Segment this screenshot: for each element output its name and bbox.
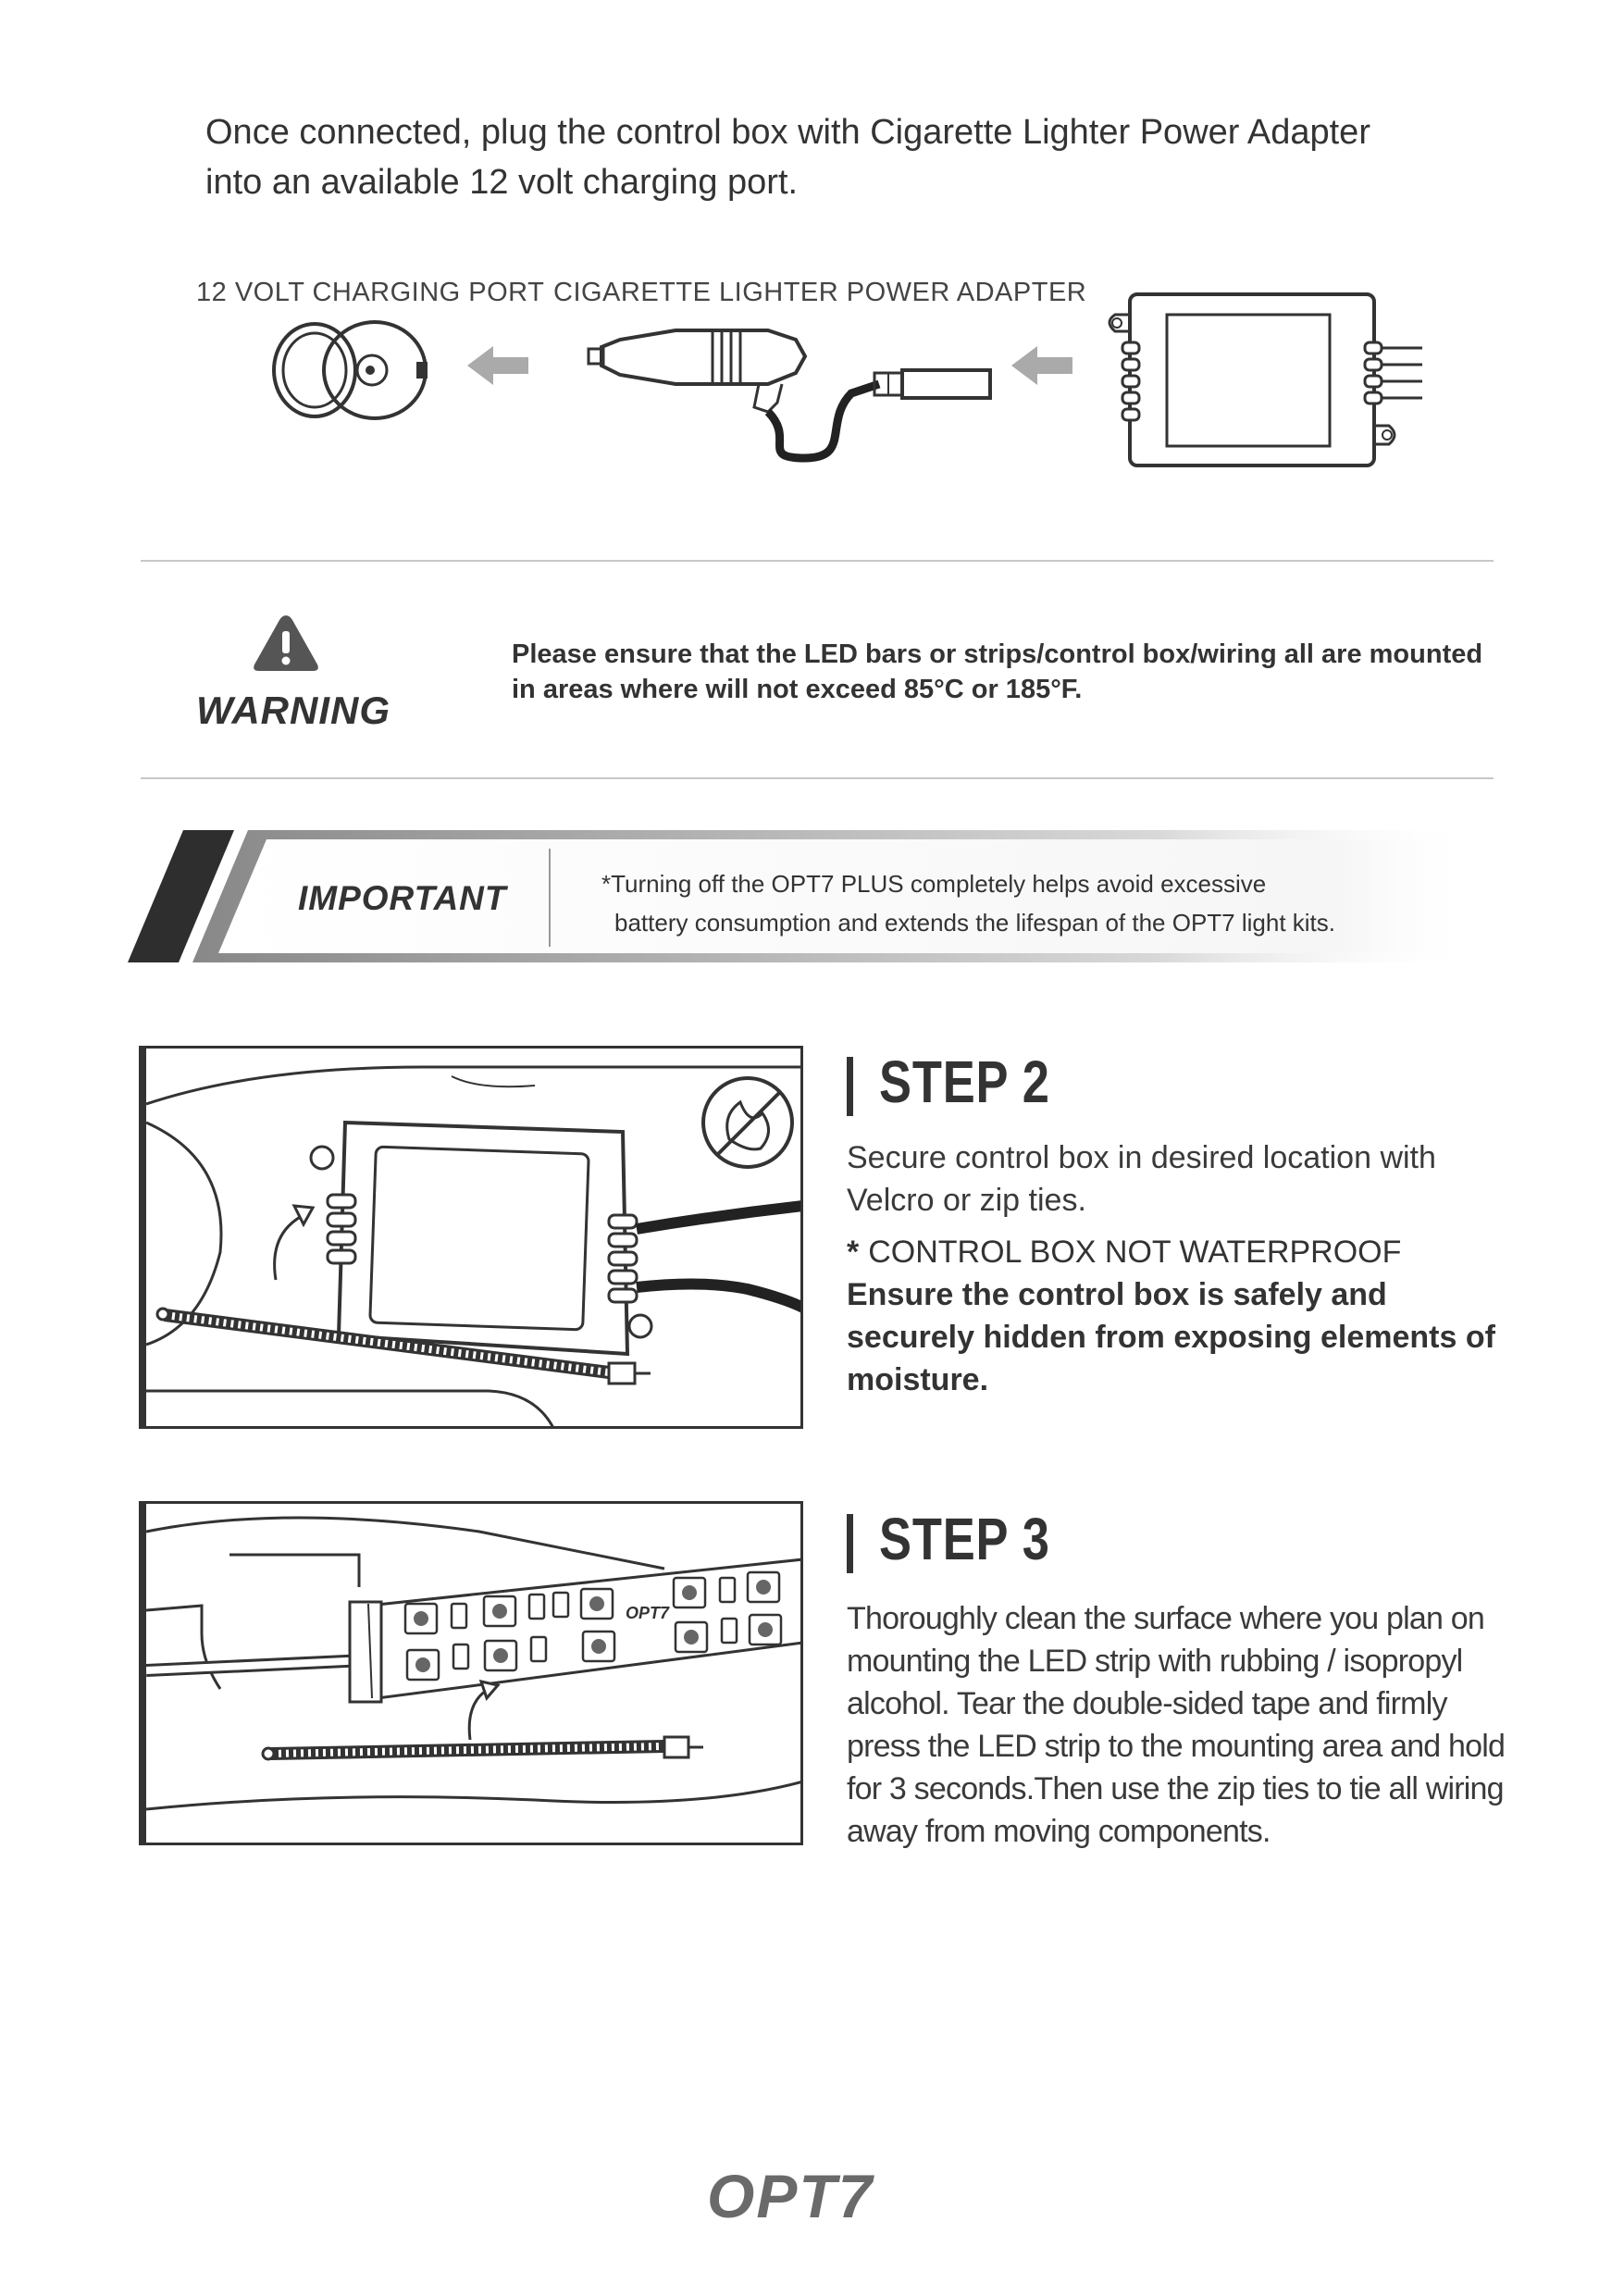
left-arrow-icon — [1011, 346, 1072, 385]
strip-logo-text: OPT7 — [626, 1604, 670, 1622]
control-box-mounting-illustration — [146, 1065, 800, 1426]
warning-title: WARNING — [196, 689, 391, 732]
step3-bar — [847, 1514, 853, 1573]
divider-bottom — [141, 777, 1494, 779]
warning-text-line-1: Please ensure that the LED bars or strip… — [512, 639, 1483, 669]
important-banner — [128, 830, 1479, 962]
warning-triangle-icon — [254, 615, 318, 671]
step2-note-head: CONTROL BOX NOT WATERPROOF — [868, 1235, 1402, 1270]
warning-text: Please ensure that the LED bars or strip… — [512, 637, 1511, 707]
step3-title: STEP 3 — [879, 1506, 1050, 1572]
opt7-logo: OPT7 — [707, 2164, 875, 2228]
led-strip-mounting-illustration: OPT7 — [146, 1516, 800, 1811]
power-adapter-icon — [587, 329, 992, 463]
step2-bar — [847, 1057, 853, 1116]
step2-note-star: * — [847, 1235, 860, 1270]
intro-line-1: Once connected, plug the control box wit… — [205, 113, 1370, 152]
important-text: *Turning off the OPT7 PLUS completely he… — [601, 864, 1481, 942]
intro-line-2: into an available 12 volt charging port. — [205, 163, 799, 202]
charging-port-icon — [272, 320, 428, 420]
important-line-1: *Turning off the OPT7 PLUS completely he… — [601, 870, 1267, 898]
step3-body: Thoroughly clean the surface where you p… — [847, 1601, 1506, 1849]
important-title: IMPORTANT — [298, 879, 507, 917]
warning-text-line-2: in areas where will not exceed 85°C or 1… — [512, 675, 1083, 704]
step2-body: Secure control box in desired location w… — [847, 1140, 1436, 1218]
control-box-icon — [1108, 292, 1422, 467]
step2-note-body: Ensure the control box is safely and sec… — [847, 1277, 1495, 1397]
footer-logo-text: OPT7 — [707, 2164, 875, 2228]
power-adapter-label: CIGARETTE LIGHTER POWER ADAPTER — [553, 278, 1087, 307]
divider-top — [141, 560, 1494, 562]
charging-port-label: 12 VOLT CHARGING PORT — [196, 278, 545, 307]
important-line-2: battery consumption and extends the life… — [614, 909, 1335, 937]
step2-note: *CONTROL BOX NOT WATERPROOF Ensure the c… — [847, 1231, 1513, 1401]
left-arrow-icon — [467, 346, 528, 385]
step3-illustration: OPT7 — [139, 1501, 803, 1845]
step2-illustration — [139, 1046, 803, 1429]
intro-text: Once connected, plug the control box wit… — [205, 107, 1501, 207]
step2-title: STEP 2 — [879, 1049, 1050, 1115]
